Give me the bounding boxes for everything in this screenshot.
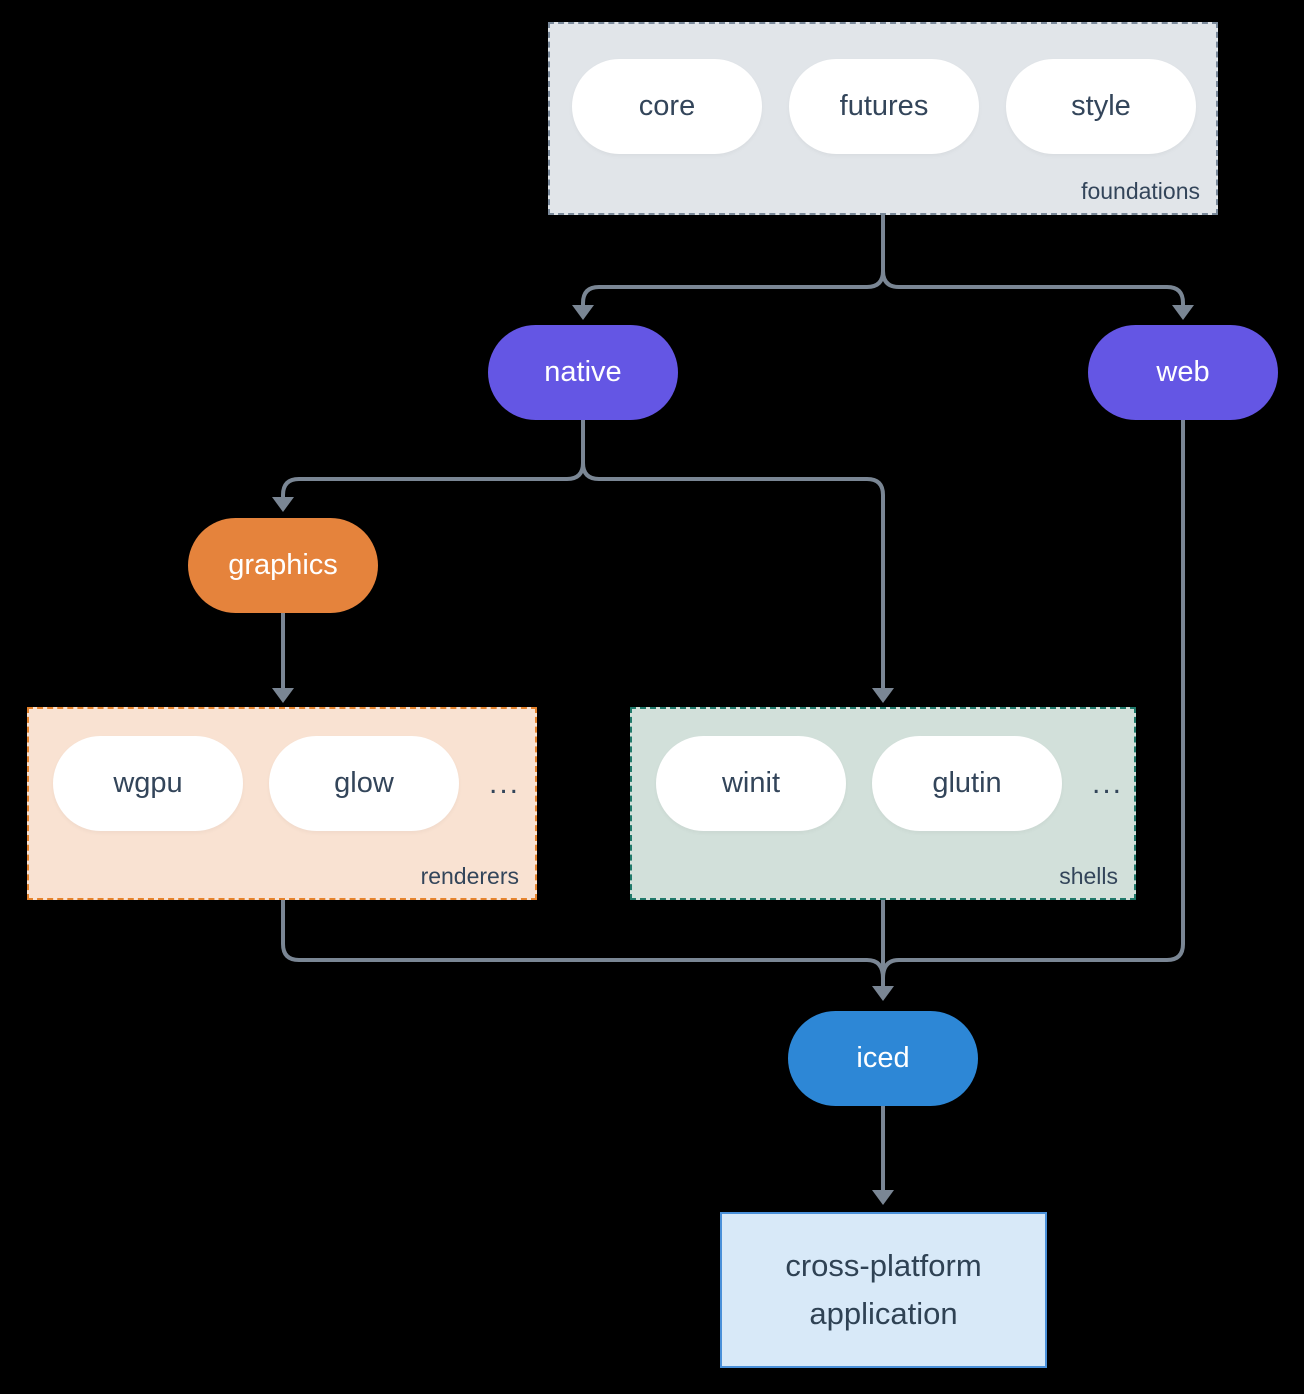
node-wgpu: wgpu [53, 736, 243, 831]
edge-foundations-web [881, 270, 1185, 307]
node-graphics-label: graphics [228, 549, 338, 581]
node-web-label: web [1156, 356, 1210, 388]
edge-renderers-iced [281, 900, 885, 979]
node-style: style [1006, 59, 1196, 154]
node-glutin-label: glutin [932, 767, 1002, 799]
edge-native-shells [581, 462, 885, 690]
group-foundations: core futures style foundations [548, 22, 1218, 215]
arrowhead-web [1172, 305, 1194, 320]
group-renderers: wgpu glow ... renderers [27, 707, 537, 900]
arrowhead-application [872, 1190, 894, 1205]
node-native-label: native [544, 356, 622, 388]
arrowhead-renderers [272, 688, 294, 703]
node-iced: iced [788, 1011, 978, 1106]
foundations-chips: core futures style [550, 24, 1216, 154]
node-core-label: core [638, 90, 696, 122]
node-futures-label: futures [839, 90, 929, 122]
node-web: web [1088, 325, 1278, 420]
node-glow: glow [269, 736, 459, 831]
group-shells: winit glutin ... shells [630, 707, 1136, 900]
arrowhead-graphics [272, 497, 294, 512]
node-futures: futures [789, 59, 979, 154]
arrowhead-native [572, 305, 594, 320]
node-native: native [488, 325, 678, 420]
node-application: cross-platform application [720, 1212, 1047, 1368]
node-core: core [572, 59, 762, 154]
node-graphics: graphics [188, 518, 378, 613]
application-label-line1: cross-platform [785, 1248, 982, 1283]
application-label-line2: application [809, 1296, 958, 1331]
node-winit-label: winit [721, 767, 780, 799]
foundations-group-label: foundations [1081, 178, 1200, 204]
node-wgpu-label: wgpu [113, 767, 183, 799]
edge-foundations-native [581, 215, 885, 307]
arrowhead-shells [872, 688, 894, 703]
shells-group-label: shells [1059, 863, 1118, 889]
edge-native-graphics [281, 420, 585, 499]
node-glutin: glutin [872, 736, 1062, 831]
node-style-label: style [1071, 90, 1131, 122]
shells-chips: winit glutin ... [632, 709, 1134, 831]
node-winit: winit [656, 736, 846, 831]
shells-ellipsis: ... [1092, 766, 1124, 800]
arrowhead-iced [872, 986, 894, 1001]
renderers-group-label: renderers [420, 863, 519, 889]
renderers-chips: wgpu glow ... [29, 709, 535, 831]
node-iced-label: iced [856, 1042, 910, 1074]
node-glow-label: glow [334, 767, 394, 799]
renderers-ellipsis: ... [489, 766, 521, 800]
